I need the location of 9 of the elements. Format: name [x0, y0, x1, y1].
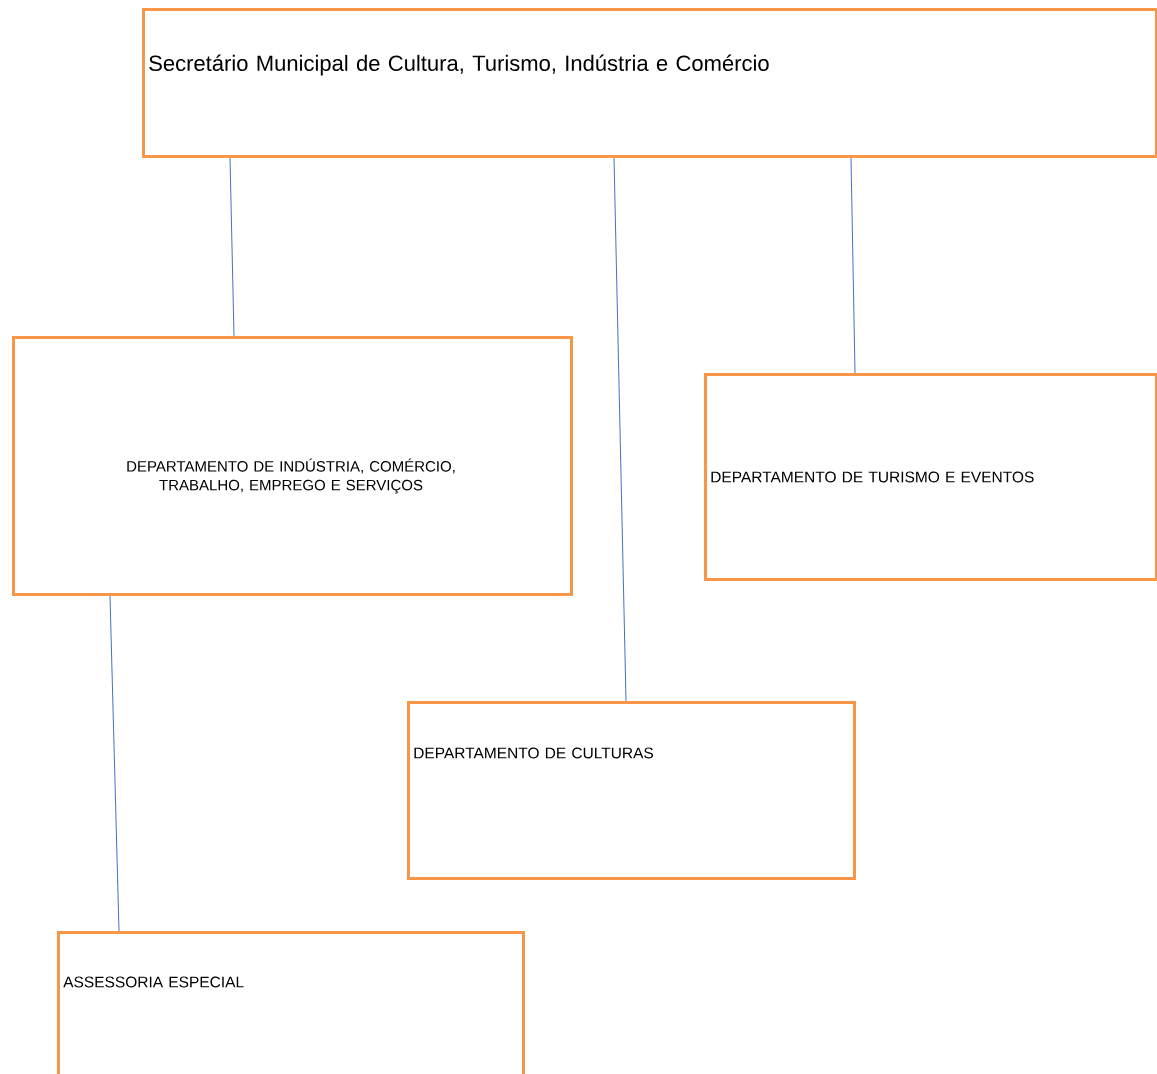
org-box: DEPARTAMENTO DE CULTURAS — [407, 701, 856, 880]
org-box: ASSESSORIA ESPECIAL — [57, 931, 525, 1074]
org-box: DEPARTAMENTO DE INDÚSTRIA, COMÉRCIO, TRABALHO, EMPREGO E SERVIÇOS — [12, 336, 573, 596]
org-box: Secretário Municipal de Cultura, Turismo, Indústria e Comércio — [142, 8, 1157, 158]
org-box: DEPARTAMENTO DE TURISMO E EVENTOS — [704, 373, 1157, 581]
connector-line — [229, 157, 235, 337]
connector-line — [109, 595, 120, 932]
connector-line — [613, 157, 627, 702]
connector-line — [850, 157, 856, 374]
